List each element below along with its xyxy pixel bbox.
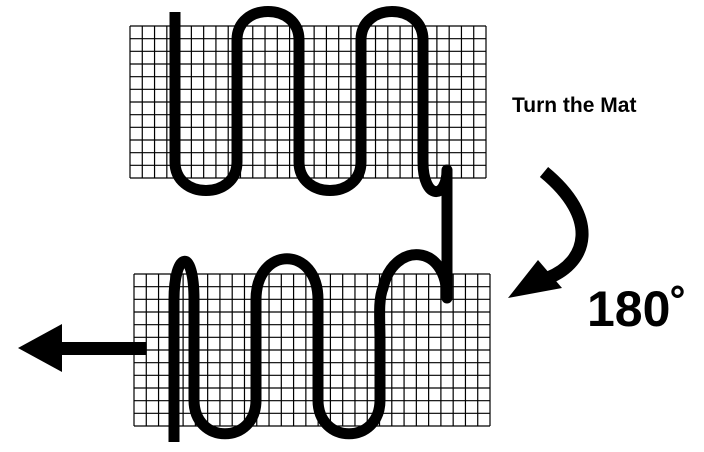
turn-the-mat-label: Turn the Mat xyxy=(512,94,637,117)
curved-rotate-arrow-icon xyxy=(508,166,589,298)
bottom-mat-grid xyxy=(133,273,491,427)
rotation-angle-label: 180˚ xyxy=(587,281,688,337)
left-arrow-icon xyxy=(18,324,146,372)
heating-cable xyxy=(168,6,453,442)
top-mat-grid xyxy=(129,25,487,179)
